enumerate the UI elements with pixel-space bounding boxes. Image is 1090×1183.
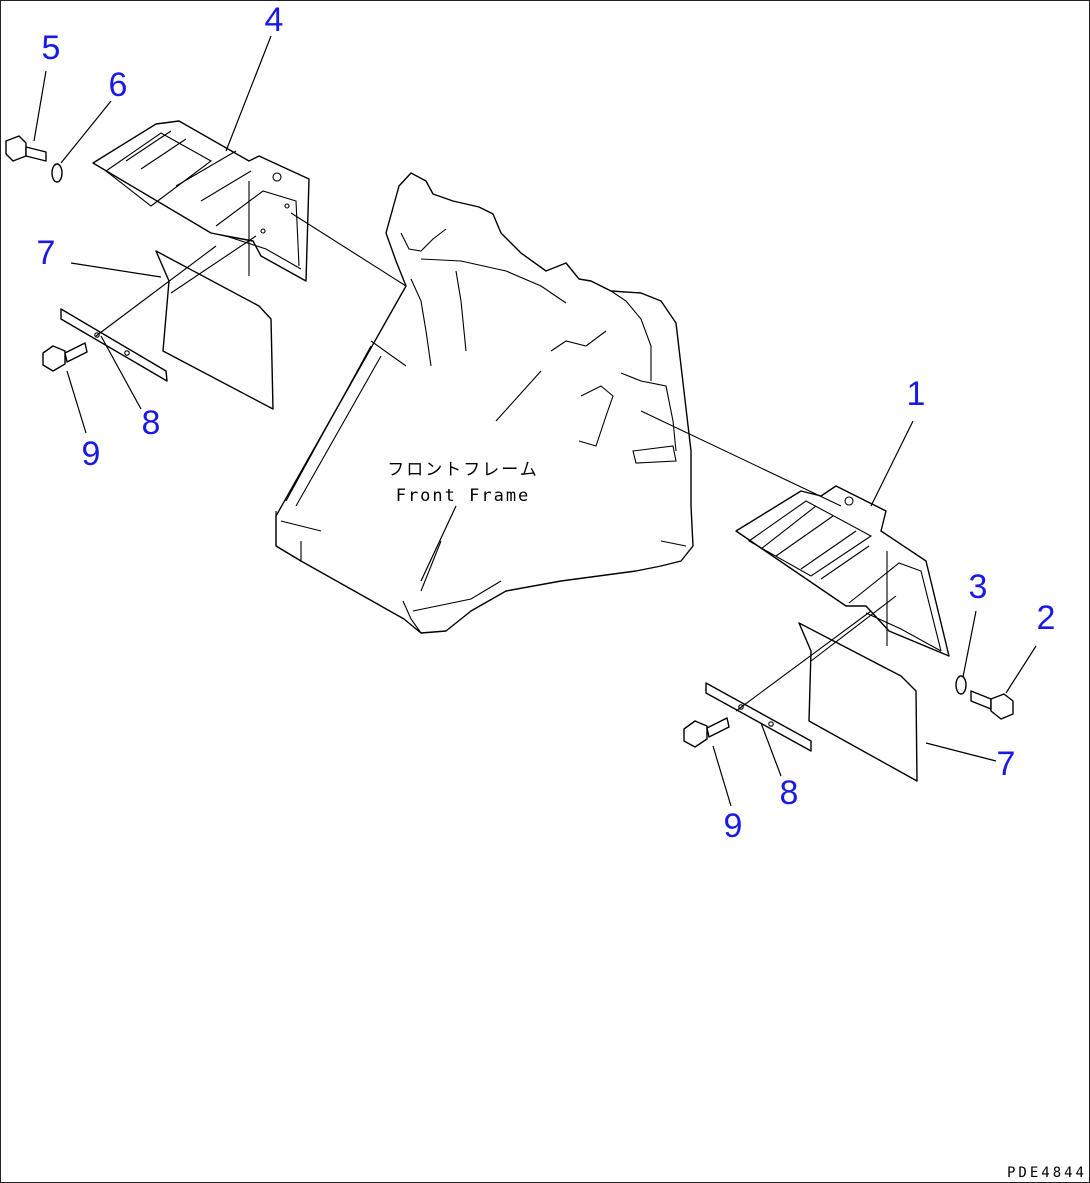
callout-flap-right: 7 [997,745,1016,783]
bolt-left [5,135,47,162]
callout-step-left: 4 [265,1,284,39]
frame-label-english: Front Frame [396,486,531,506]
callout-plate-left: 8 [142,404,161,442]
flap-right [798,622,918,782]
callout-flap-left: 7 [37,234,56,272]
bolt-flap-left [42,342,88,372]
callout-bolt-flap-left: 9 [82,435,101,473]
callout-plate-right: 8 [780,774,799,812]
callout-labels: 4 5 6 7 8 9 1 2 3 7 8 9 [37,1,1056,845]
washer-left [51,163,63,183]
drawing-code: PDE4844 [1007,1165,1087,1181]
callout-washer-left: 6 [109,66,128,104]
frame-label-japanese: フロントフレーム [387,460,539,480]
plate-right [705,682,812,752]
callout-step-right: 1 [907,375,926,413]
front-frame [275,172,694,634]
washer-right [955,675,967,695]
step-left [92,120,310,282]
callout-bolt-flap-right: 9 [724,807,743,845]
flap-left [155,250,274,410]
step-right [735,485,950,657]
plate-left [60,308,168,382]
leader-lines [33,35,1037,807]
assembly-lines [95,212,897,712]
bolt-right [970,690,1014,720]
callout-bolt-right: 2 [1037,599,1056,637]
callout-bolt-left: 5 [42,29,61,67]
callout-washer-right: 3 [969,568,988,606]
bolt-flap-right [683,717,730,748]
